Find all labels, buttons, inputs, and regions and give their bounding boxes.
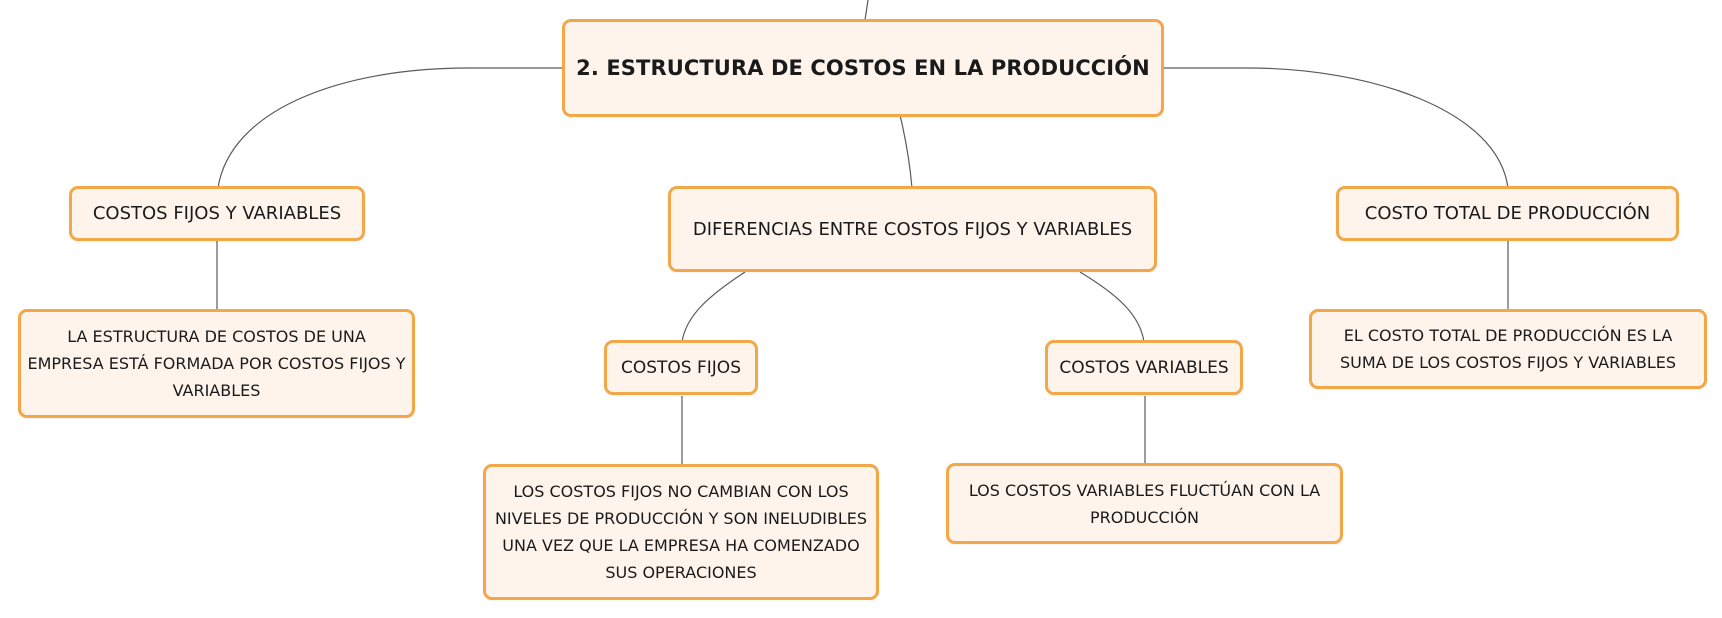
subtopic-label: COSTOS VARIABLES	[1059, 357, 1229, 378]
detail-node-costo-total[interactable]: EL COSTO TOTAL DE PRODUCCIÓN ES LA SUMA …	[1309, 309, 1707, 389]
detail-node-costos-variables[interactable]: LOS COSTOS VARIABLES FLUCTÚAN CON LA PRO…	[946, 463, 1343, 544]
root-topic-node[interactable]: 2. ESTRUCTURA DE COSTOS EN LA PRODUCCIÓN	[562, 19, 1164, 117]
topic-node-diferencias[interactable]: DIFERENCIAS ENTRE COSTOS FIJOS Y VARIABL…	[668, 186, 1157, 272]
root-topic-label: 2. ESTRUCTURA DE COSTOS EN LA PRODUCCIÓN	[576, 56, 1150, 80]
connector-root-to-left	[217, 67, 562, 189]
detail-node-costos-fijos[interactable]: LOS COSTOS FIJOS NO CAMBIAN CON LOS NIVE…	[483, 464, 879, 600]
detail-label: LOS COSTOS VARIABLES FLUCTÚAN CON LA PRO…	[968, 480, 1321, 527]
subtopic-node-costos-fijos[interactable]: COSTOS FIJOS	[604, 340, 758, 395]
connector-root-to-center	[899, 114, 913, 189]
topic-label: COSTOS FIJOS Y VARIABLES	[92, 203, 342, 224]
topic-node-costo-total[interactable]: COSTO TOTAL DE PRODUCCIÓN	[1336, 186, 1679, 241]
connector-center-to-fixed	[681, 271, 746, 343]
connector-center-to-variable	[1079, 271, 1145, 343]
subtopic-node-costos-variables[interactable]: COSTOS VARIABLES	[1045, 340, 1243, 395]
detail-node-estructura[interactable]: LA ESTRUCTURA DE COSTOS DE UNA EMPRESA E…	[18, 309, 415, 418]
connector-parent-to-root	[864, 0, 869, 21]
detail-label: LOS COSTOS FIJOS NO CAMBIAN CON LOS NIVE…	[494, 482, 868, 582]
connector-root-to-right	[1162, 67, 1509, 189]
topic-label: DIFERENCIAS ENTRE COSTOS FIJOS Y VARIABL…	[692, 218, 1133, 240]
subtopic-label: COSTOS FIJOS	[621, 357, 741, 378]
topic-node-costos-fijos-y-variables[interactable]: COSTOS FIJOS Y VARIABLES	[69, 186, 365, 241]
topic-label: COSTO TOTAL DE PRODUCCIÓN	[1364, 203, 1651, 224]
detail-label: EL COSTO TOTAL DE PRODUCCIÓN ES LA SUMA …	[1339, 326, 1677, 372]
detail-label: LA ESTRUCTURA DE COSTOS DE UNA EMPRESA E…	[27, 327, 406, 400]
